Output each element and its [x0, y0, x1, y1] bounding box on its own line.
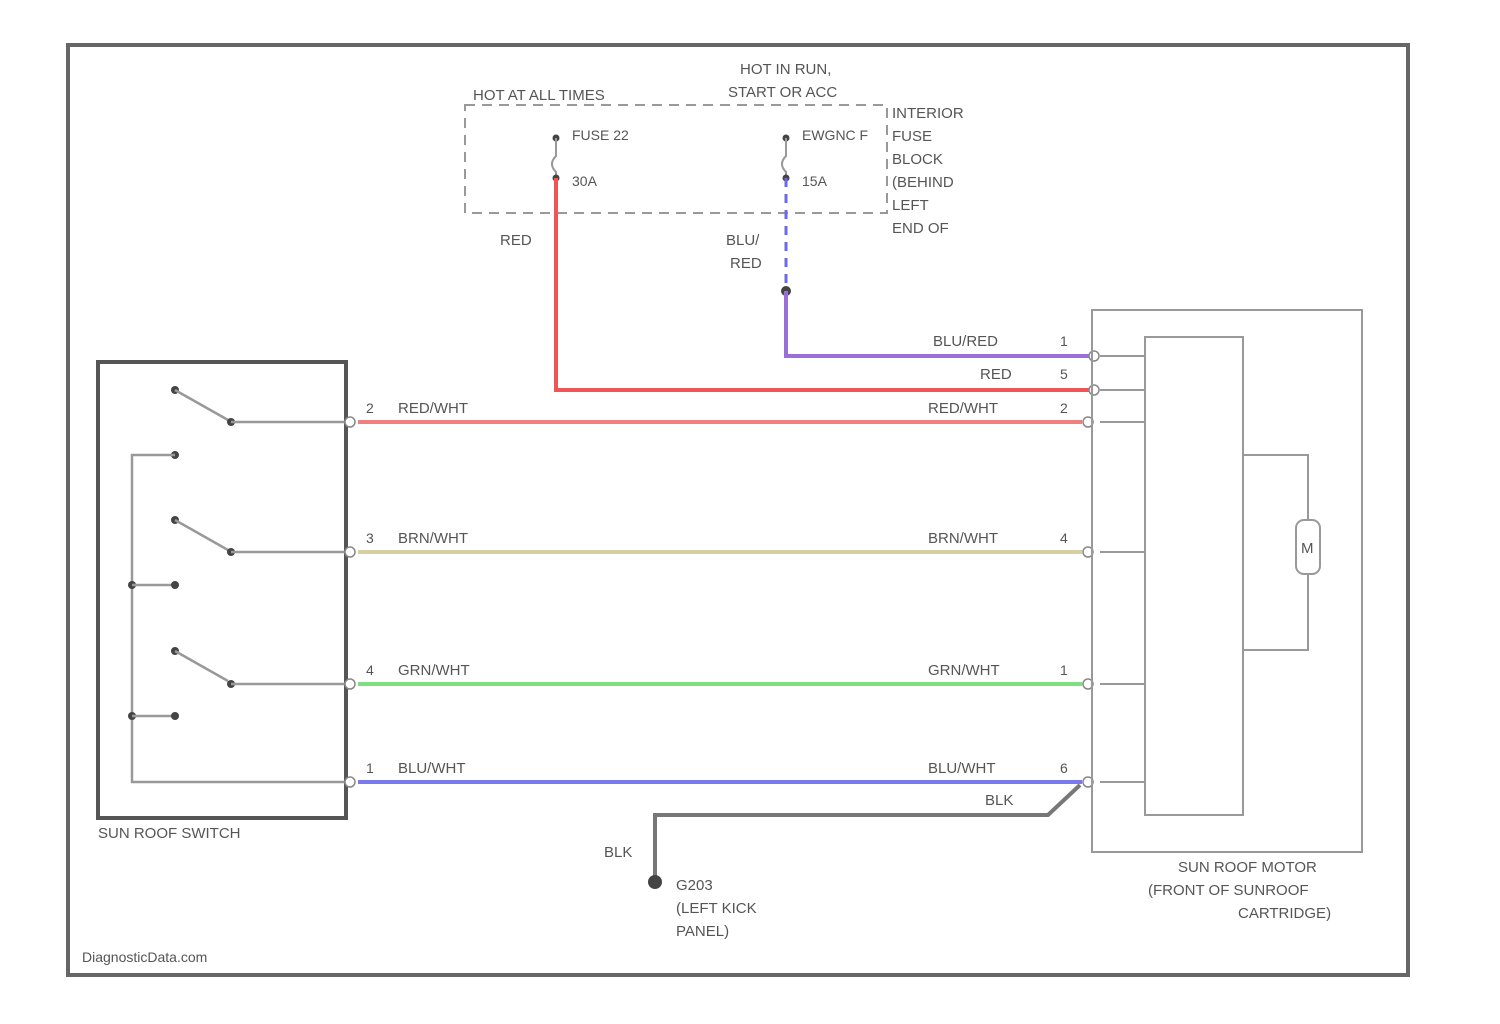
fuse-2-rating: 15A: [802, 173, 828, 189]
switch-pin-number: 3: [366, 530, 374, 546]
fuse-block-line-6: END OF: [892, 220, 949, 237]
red-supply-wire: [556, 178, 1090, 390]
motor-pin-number: 4: [1060, 530, 1068, 546]
fuse-ewgnc: EWGNC F 15A: [782, 127, 868, 189]
red-supply-label: RED: [500, 232, 532, 249]
motor-pin-number: 6: [1060, 760, 1068, 776]
fuse-1-rating: 30A: [572, 173, 598, 189]
ground-location-line-1: (LEFT KICK: [676, 900, 757, 917]
motor-pin-number: 1: [1060, 662, 1068, 678]
wire-label-left: BLU/WHT: [398, 760, 466, 777]
switch-connector-pin: [345, 547, 355, 557]
fuse-22: FUSE 22 30A: [552, 127, 629, 189]
wire-label-right: GRN/WHT: [928, 662, 1000, 679]
switch-body: [98, 362, 346, 818]
wire-label-left: GRN/WHT: [398, 662, 470, 679]
ground-wire-label-motor: BLK: [985, 792, 1013, 809]
blu-red-label-line-1: BLU/: [726, 232, 760, 249]
ground-wire: [655, 785, 1080, 880]
motor-label-line-3: CARTRIDGE): [1238, 905, 1331, 922]
ground-name: G203: [676, 877, 713, 894]
motor-connector-pin: [1089, 385, 1099, 395]
fuse-1-name: FUSE 22: [572, 127, 629, 143]
motor-top-pin-1: 1: [1060, 333, 1068, 349]
fuse-block-location: INTERIOR FUSE BLOCK (BEHIND LEFT END OF: [892, 105, 964, 237]
ground-location-line-2: PANEL): [676, 923, 729, 940]
ground-point: [648, 875, 662, 889]
fuse-block-line-2: FUSE: [892, 128, 932, 145]
switch-pin-number: 4: [366, 662, 374, 678]
wire-label-left: RED/WHT: [398, 400, 468, 417]
switch-label: SUN ROOF SWITCH: [98, 825, 241, 842]
blu-red-label-line-2: RED: [730, 255, 762, 272]
fuse-block-line-3: BLOCK: [892, 151, 943, 168]
sun-roof-motor: M SUN ROOF MOTOR (FRONT OF SUNROOF CARTR…: [1092, 310, 1362, 922]
motor-label-line-2: (FRONT OF SUNROOF: [1148, 882, 1309, 899]
wire-label-right: RED/WHT: [928, 400, 998, 417]
hot-in-run-label: HOT IN RUN,: [740, 61, 831, 78]
switch-connector-pin: [345, 777, 355, 787]
switch-connector-pin: [345, 417, 355, 427]
switch-pin-number: 2: [366, 400, 374, 416]
fuse-block-line-5: LEFT: [892, 197, 929, 214]
motor-top-wire-label-1: BLU/RED: [933, 333, 998, 350]
fuse-2-name: EWGNC F: [802, 127, 868, 143]
ground-circuit: BLK BLK G203 (LEFT KICK PANEL): [604, 785, 1080, 940]
wire-label-right: BLU/WHT: [928, 760, 996, 777]
wire-label-left: BRN/WHT: [398, 530, 468, 547]
motor-connector-pin: [1089, 351, 1099, 361]
motor-label-line-1: SUN ROOF MOTOR: [1178, 859, 1317, 876]
interior-fuse-block: HOT AT ALL TIMES HOT IN RUN, START OR AC…: [465, 61, 964, 237]
fuse-block-line-4: (BEHIND: [892, 174, 954, 191]
watermark: DiagnosticData.com: [82, 949, 207, 965]
fuse-block-line-1: INTERIOR: [892, 105, 964, 122]
motor-symbol: M: [1296, 520, 1320, 574]
hot-at-all-times-label: HOT AT ALL TIMES: [473, 87, 605, 104]
motor-top-wire-label-2: RED: [980, 366, 1012, 383]
motor-module: [1145, 337, 1243, 815]
switch-pin-number: 1: [366, 760, 374, 776]
start-or-acc-label: START OR ACC: [728, 84, 837, 101]
ground-wire-label-drop: BLK: [604, 844, 632, 861]
wire-label-right: BRN/WHT: [928, 530, 998, 547]
motor-symbol-label: M: [1301, 540, 1314, 557]
motor-connector-outline: [1092, 310, 1362, 852]
motor-top-pin-2: 5: [1060, 366, 1068, 382]
switch-connector-pin: [345, 679, 355, 689]
motor-pin-number: 2: [1060, 400, 1068, 416]
sun-roof-switch: SUN ROOF SWITCH: [98, 362, 346, 842]
fuse-block-outline: [465, 105, 887, 213]
diagram-border: [68, 45, 1408, 975]
